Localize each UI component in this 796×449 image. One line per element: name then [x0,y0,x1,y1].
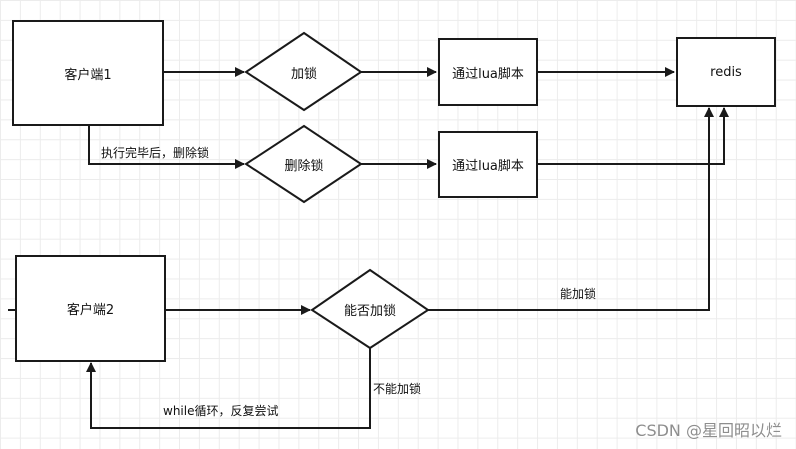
redis-label: redis [710,64,742,80]
edge-lua2-to-redis [537,107,729,165]
lock-diamond [244,31,363,112]
can-lock-diamond-label: 能否加锁 [343,303,396,319]
redis-box: redis [676,37,776,107]
lua-script-label-1: 通过lua脚本 [452,66,524,82]
client2-box: 客户端2 [15,255,166,362]
edge-can-lock-to-redis [428,107,714,311]
lua-script-box-1: 通过lua脚本 [438,38,538,106]
edge-label-while-retry: while循环，反复尝试 [163,404,279,418]
edge-client1-to-unlock [88,126,245,169]
edge-label-cannot-lock: 不能加锁 [373,382,422,396]
unlock-diamond [244,124,363,204]
csdn-watermark: CSDN @星回昭以烂 [635,421,782,440]
unlock-diamond-label: 删除锁 [284,159,324,174]
edge-retry-loop [86,348,371,429]
client1-label: 客户端1 [64,67,112,83]
lua-script-box-2: 通过lua脚本 [438,131,538,198]
client2-label: 客户端2 [66,303,115,318]
client1-box: 客户端1 [12,20,164,126]
edge-label-after-exec-delete: 执行完毕后，删除锁 [101,146,210,160]
lua-script-label-2: 通过lua脚本 [452,159,524,174]
lock-diamond-label: 加锁 [290,66,317,82]
edge-label-can-lock: 能加锁 [560,287,597,301]
